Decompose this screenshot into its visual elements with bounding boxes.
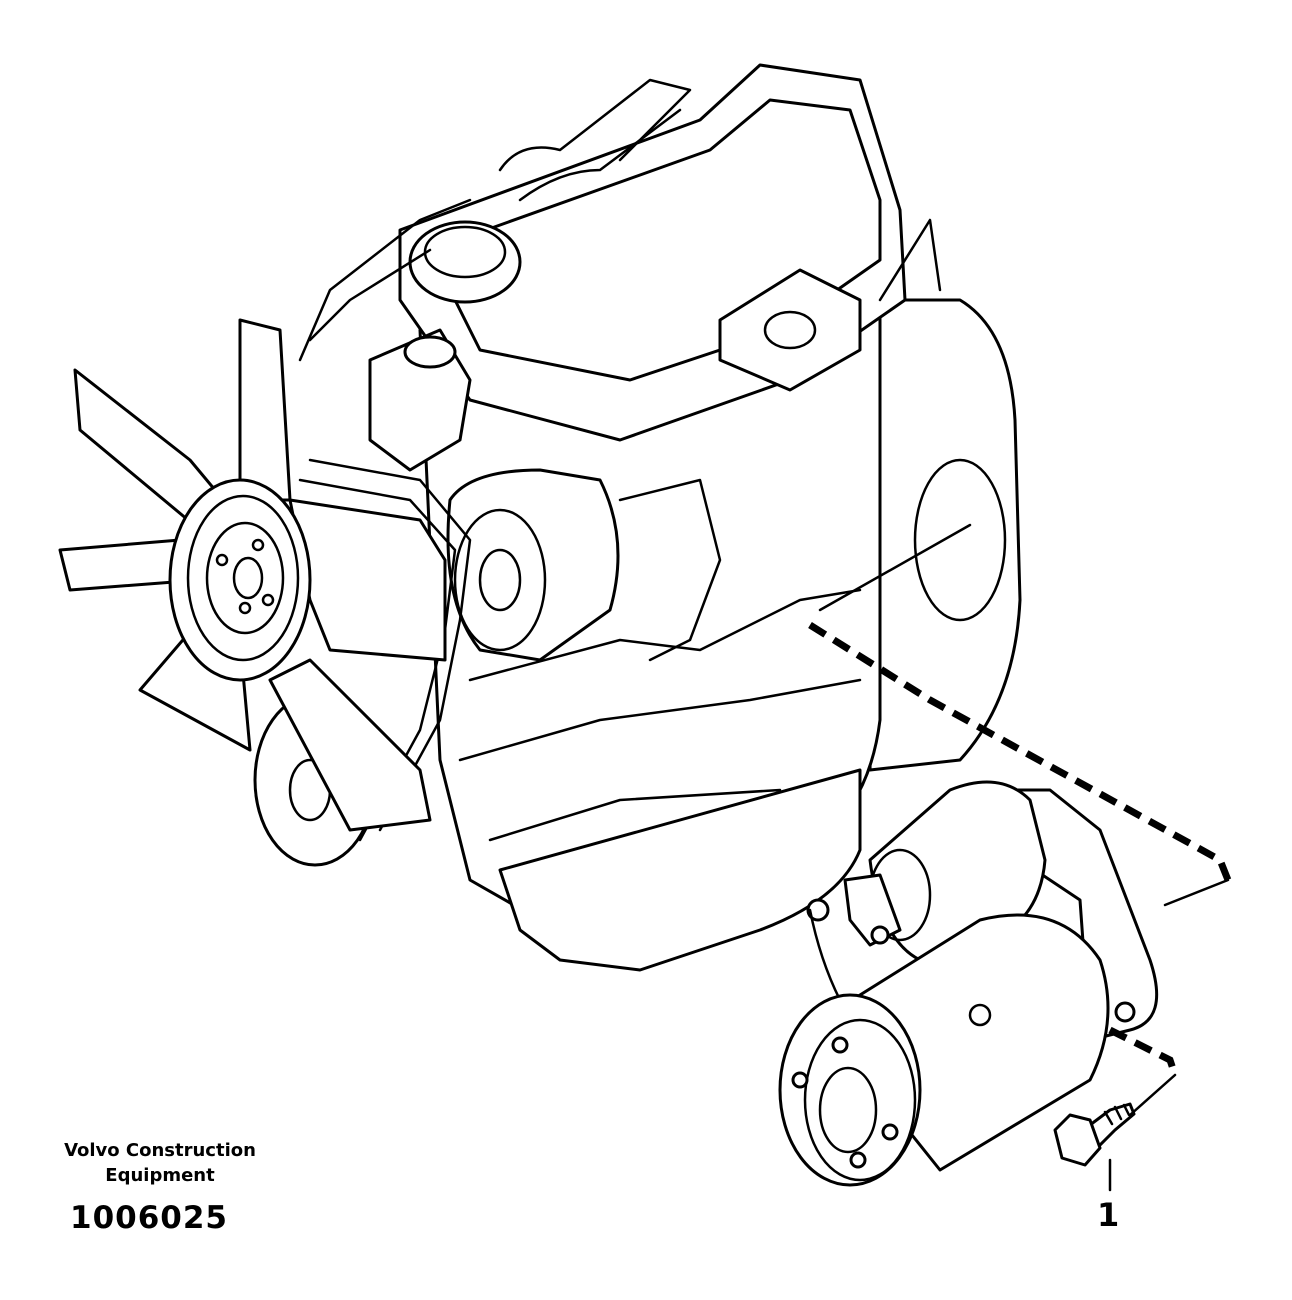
cooling-fan xyxy=(60,320,445,830)
brand-line-1: Volvo Construction xyxy=(64,1140,256,1161)
starter-motor xyxy=(780,782,1157,1185)
brand-label: Volvo Construction Equipment xyxy=(40,1138,280,1188)
brand-line-2: Equipment xyxy=(105,1165,215,1186)
assembly-guide-lines xyxy=(810,525,1228,1115)
engine-block xyxy=(255,65,1020,970)
callout-1: 1 xyxy=(1097,1196,1120,1234)
drawing-number: 1006025 xyxy=(70,1200,228,1236)
bolt-part-1 xyxy=(1055,1104,1134,1165)
